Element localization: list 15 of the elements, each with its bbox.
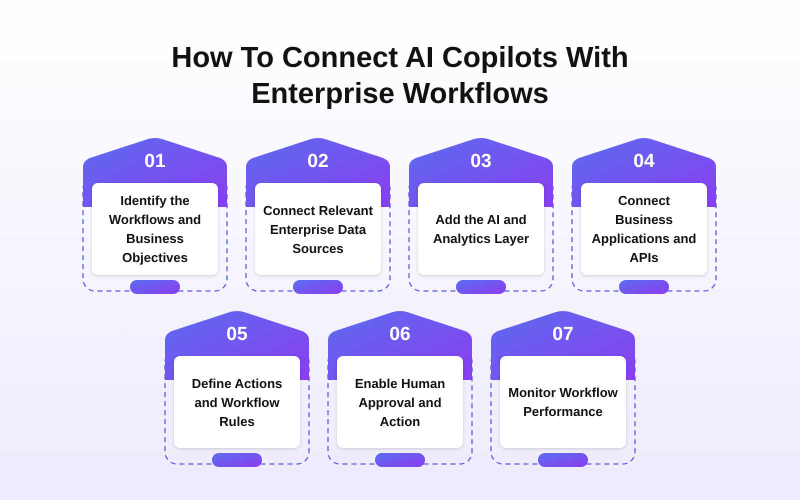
step-number: 03	[469, 151, 493, 173]
title: How To Connect AI Copilots With Enterprise Workflows	[170, 41, 630, 112]
step-text: Define Actions and Workflow Rules	[174, 356, 300, 448]
step-text: Enable Human Approval and Action	[337, 356, 463, 448]
step-text: Add the AI and Analytics Layer	[418, 183, 544, 275]
step-number: 02	[306, 151, 330, 173]
step-text: Identify the Workflows and Business Objectives	[92, 183, 218, 275]
step-number: 01	[143, 151, 167, 173]
step-number: 07	[551, 324, 575, 346]
step-number: 06	[388, 324, 412, 346]
step-text: Connect Relevant Enterprise Data Sources	[255, 183, 381, 275]
step-number: 04	[632, 151, 656, 173]
step-number: 05	[225, 324, 249, 346]
step-text: Monitor Workflow Performance	[500, 356, 626, 448]
step-text: Connect Business Applications and APIs	[581, 183, 707, 275]
